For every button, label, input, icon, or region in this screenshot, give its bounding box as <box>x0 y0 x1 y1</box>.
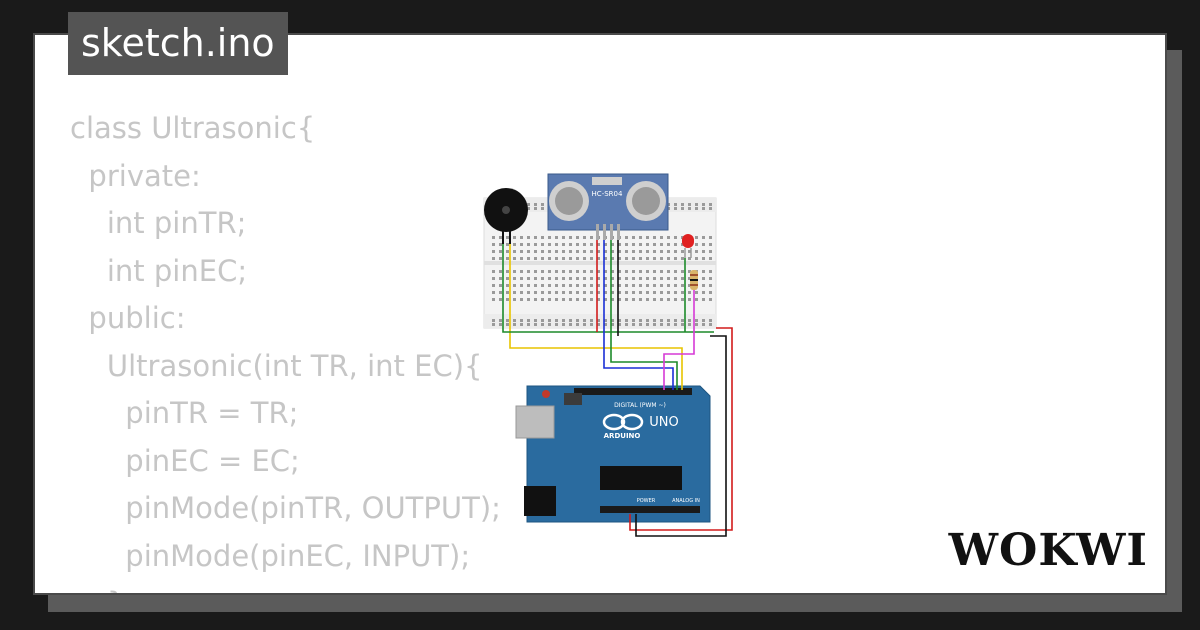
digital-header-label: DIGITAL (PWM ~) <box>614 402 666 409</box>
sensor-label: HC-SR04 <box>592 190 623 198</box>
wire-sensor-green <box>610 240 678 390</box>
board-model: UNO <box>649 415 678 430</box>
wokwi-logo: WOKWI <box>948 525 1148 576</box>
wire-buzzer-green <box>502 244 714 333</box>
code-line: private: <box>70 158 201 193</box>
code-preview: class Ultrasonic{ private: int pinTR; in… <box>70 105 501 593</box>
board-brand: ARDUINO <box>604 432 641 440</box>
arduino-uno-board: DIGITAL (PWM ~) ARDUINO UNO POWER ANALOG… <box>515 385 711 523</box>
resistor <box>690 270 698 290</box>
wire-led-magenta <box>663 290 695 390</box>
code-line: pinTR = TR; <box>70 396 299 430</box>
file-name-tab: sketch.ino <box>68 12 288 75</box>
wire-power-red <box>629 327 733 531</box>
wire-buzzer-yellow <box>509 244 683 390</box>
code-line: public: <box>70 301 186 335</box>
code-line: Ultrasonic(int TR, int EC){ <box>70 348 483 383</box>
power-header-label: POWER <box>637 498 656 504</box>
wire-sensor-blue <box>603 240 674 390</box>
ultrasonic-sensor: HC-SR04 <box>547 173 669 240</box>
code-line: } <box>70 580 501 593</box>
code-line: int pinEC; <box>70 253 248 288</box>
code-line: pinMode(pinEC, INPUT); <box>70 538 471 573</box>
wire-gnd-black <box>635 335 727 537</box>
code-line: class Ultrasonic{ <box>70 111 316 145</box>
code-line: pinEC = EC; <box>70 443 300 478</box>
code-line: pinMode(pinTR, OUTPUT); <box>70 491 501 525</box>
wires <box>502 240 733 537</box>
code-line: int pinTR; <box>70 206 247 240</box>
led <box>682 234 694 258</box>
analog-header-label: ANALOG IN <box>672 498 700 504</box>
buzzer <box>484 188 528 244</box>
